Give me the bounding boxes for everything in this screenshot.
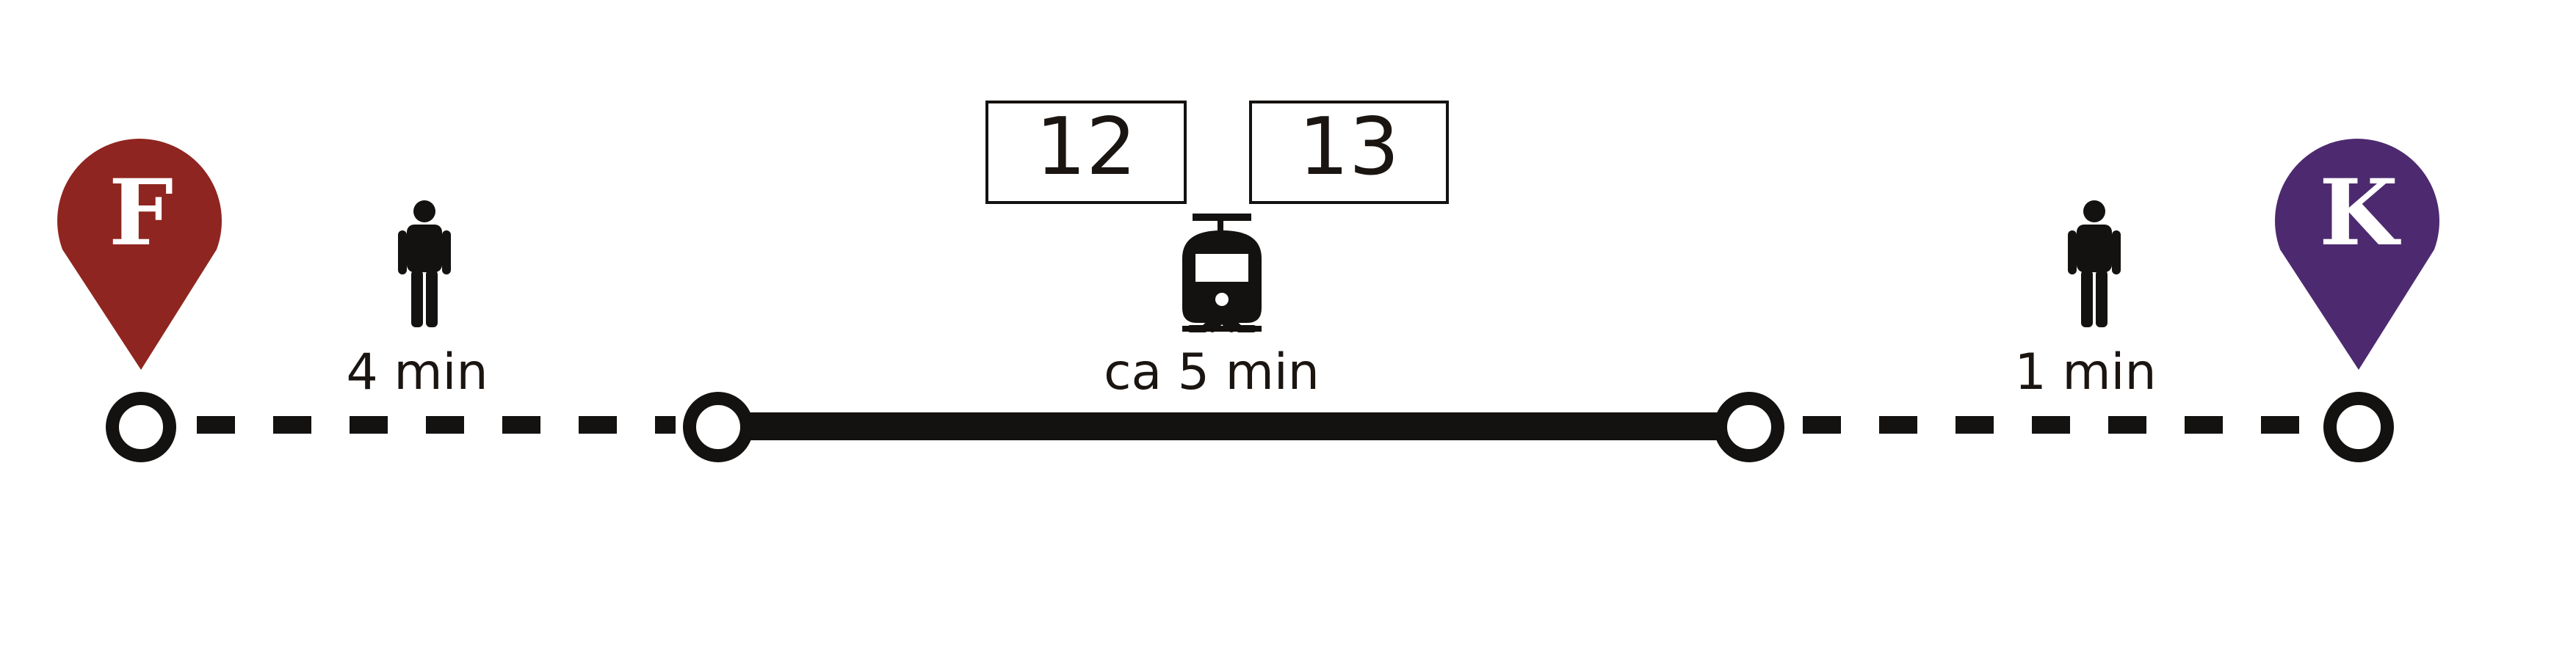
start-pin-letter: F	[109, 160, 173, 266]
end-stop-marker	[2323, 392, 2394, 462]
end-pin-letter: K	[2319, 160, 2401, 266]
tram-line-12-label: 12	[1035, 101, 1136, 193]
walk-start-duration: 4 min	[346, 343, 488, 401]
end-pin-shape	[2274, 139, 2439, 370]
tram-icon	[1182, 214, 1262, 332]
tram-boarding-stop-marker	[683, 392, 753, 462]
tram-line-13-box	[1249, 101, 1449, 204]
walk-end-duration: 1 min	[2014, 343, 2156, 401]
walk-start-person-icon	[398, 200, 451, 327]
start-location-pin-icon: F	[57, 139, 222, 370]
end-location-pin-icon: K	[2274, 139, 2439, 370]
tram-duration: ca 5 min	[1104, 343, 1320, 401]
start-stop-marker	[106, 392, 176, 462]
walk-end-person-icon	[2068, 200, 2121, 327]
tram-line-13-label: 13	[1298, 101, 1399, 193]
start-pin-shape	[57, 139, 222, 370]
tram-exit-stop-marker	[1714, 392, 1784, 462]
tram-line-12-box	[985, 101, 1187, 204]
